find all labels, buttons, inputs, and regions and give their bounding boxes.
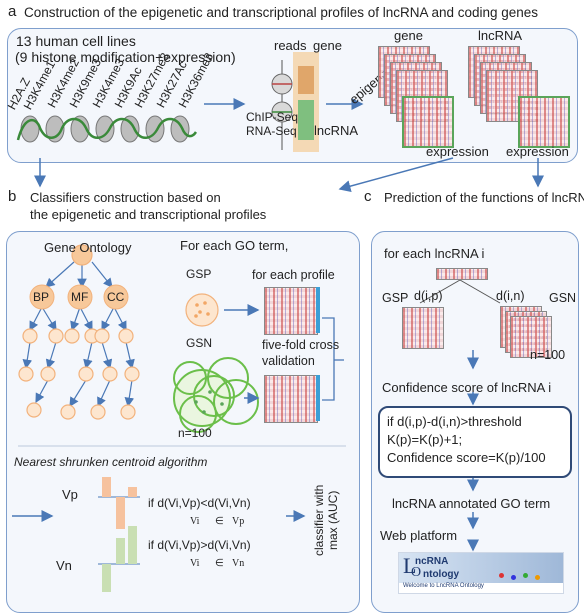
nucleosome-row	[20, 115, 190, 143]
classifier-label-1: classifier with	[312, 484, 326, 556]
cell-lines-subtext: (9 histone modification+expression)	[15, 49, 236, 65]
eq1-op: ∈	[215, 516, 224, 527]
five-fold-1: five-fold cross	[262, 338, 340, 352]
eq1-a: Vi	[190, 516, 200, 527]
confidence-title: Confidence score of lncRNA i	[382, 380, 552, 395]
eq2-b: Vn	[232, 558, 245, 569]
panel-c-title: Prediction of the functions of lncRNAs	[384, 190, 584, 205]
profile-matrix-positive	[264, 287, 318, 335]
logo-dot-red	[499, 573, 504, 578]
eq2-a: Vi	[190, 558, 200, 569]
rule-3: Confidence score=K(p)/100	[387, 450, 546, 465]
dip-label: d(i,p)	[414, 289, 443, 303]
for-each-lncrna: for each lncRNA i	[384, 246, 485, 261]
web-platform-label: Web platform	[380, 528, 458, 543]
panel-b-title-2: the epigenetic and transcriptional profi…	[30, 207, 267, 222]
condition-2: if d(Vi,Vp)>d(Vi,Vn)	[148, 538, 251, 552]
chipseq-label: ChIP-Seq	[246, 110, 299, 124]
logo-welcome: Welcome to LncRNA Ontology	[403, 583, 484, 589]
lncrna-label-mid: lncRNA	[314, 123, 359, 138]
lncrna-matrix-label: lncRNA	[478, 28, 523, 43]
gsp-label: GSP	[186, 267, 212, 281]
logo-dot-orange	[535, 575, 540, 580]
go-root-categories	[29, 284, 129, 310]
logo-dot-green	[523, 573, 528, 578]
panel-a-letter: a	[8, 3, 17, 20]
logo-dot-blue	[511, 575, 516, 580]
gsp-matrix-c	[402, 307, 444, 349]
gsn-label: GSN	[186, 336, 213, 350]
gsp-label-c: GSP	[382, 291, 409, 305]
gsn-n-label-c: n=100	[530, 348, 566, 362]
panel-c-letter: c	[364, 188, 372, 205]
profile-matrix-negative-bar	[316, 375, 320, 421]
five-fold-2: validation	[262, 354, 315, 368]
gsn-label-c: GSN	[549, 291, 577, 305]
expression-label: expression	[506, 144, 569, 159]
classifier-label-2: max (AUC)	[326, 490, 340, 550]
go-tree-edges	[22, 261, 135, 408]
for-each-go-term: For each GO term,	[180, 238, 289, 253]
go-tree-nodes	[18, 244, 140, 420]
expression-label: expression	[426, 144, 489, 159]
cc-label: CC	[107, 290, 125, 304]
logo-letter-l: L	[403, 553, 417, 578]
bp-label: BP	[33, 290, 50, 304]
reads-label: reads	[274, 38, 307, 53]
vn-label: Vn	[56, 558, 72, 573]
vp-label: Vp	[62, 487, 78, 502]
gene-matrix-label: gene	[394, 28, 423, 43]
annotated-go-term: lncRNA annotated GO term	[392, 496, 551, 511]
profile-matrix-positive-bar	[316, 287, 320, 333]
mf-label: MF	[71, 290, 89, 304]
rnaseq-label: RNA-Seq	[246, 124, 297, 138]
rule-1: if d(i,p)-d(i,n)>threshold	[387, 414, 522, 429]
rule-2: K(p)=K(p)+1;	[387, 432, 463, 447]
gene-expression-matrix	[402, 96, 454, 148]
lncrna-profile-row	[436, 268, 488, 280]
gsp-circle	[185, 293, 219, 327]
gene-ontology-label: Gene Ontology	[44, 240, 132, 255]
din-label: d(i,n)	[496, 289, 525, 303]
lncrna-expression-matrix	[518, 96, 570, 148]
gsn-circles	[173, 357, 259, 433]
logo-letter-o: O	[411, 565, 422, 580]
gsn-n-label: n=100	[178, 426, 212, 440]
logo-text-1: ncRNA	[415, 556, 449, 567]
panel-b-title-1: Classifiers construction based on	[30, 190, 221, 205]
cell-lines-text: 13 human cell lines	[16, 33, 136, 49]
profile-matrix-negative	[264, 375, 318, 423]
web-platform-logo[interactable]: L ncRNA O ntology Welcome to LncRNA Onto…	[398, 552, 564, 594]
eq2-op: ∈	[215, 558, 224, 569]
for-each-profile: for each profile	[252, 268, 335, 282]
eq1-b: Vp	[232, 516, 245, 527]
condition-1: if d(Vi,Vp)<d(Vi,Vn)	[148, 496, 251, 510]
logo-text-2: ntology	[423, 569, 460, 580]
rule-box	[378, 406, 572, 478]
nsc-title: Nearest shrunken centroid algorithm	[14, 455, 208, 469]
panel-b-letter: b	[8, 188, 17, 205]
gsn-matrix-c	[510, 316, 552, 358]
gene-label-top: gene	[313, 38, 342, 53]
panel-a-title: Construction of the epigenetic and trans…	[24, 5, 539, 20]
